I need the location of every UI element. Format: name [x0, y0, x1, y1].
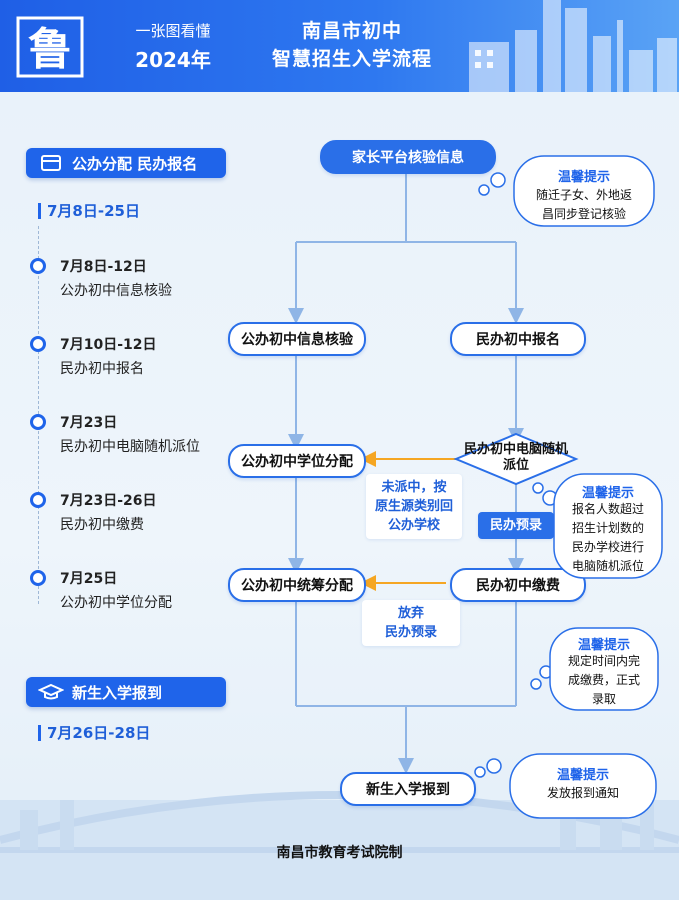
- timeline-date: 7月8日-12日: [60, 259, 147, 275]
- node-public-overall: 公办初中统筹分配: [228, 568, 366, 602]
- tip-cloud-1: 温馨提示 随迁子女、外地返 昌同步登记核验: [478, 152, 658, 230]
- timeline-dot-icon: [30, 414, 46, 430]
- note-private-preadmit: 民办预录: [478, 512, 554, 539]
- section-period-1: 7月8日-25日: [38, 203, 140, 219]
- section-enrollment-pill: 新生入学报到: [26, 677, 226, 707]
- timeline-date: 7月23日: [60, 415, 118, 431]
- page-title-line2: 智慧招生入学流程: [271, 48, 432, 70]
- tip-title: 温馨提示: [577, 638, 630, 653]
- timeline-date: 7月25日: [60, 571, 118, 587]
- graduation-cap-icon: [38, 683, 64, 700]
- tip-line: 昌同步登记核验: [541, 207, 626, 221]
- timeline-desc: 民办初中报名: [60, 361, 144, 377]
- logo-text: 鲁: [28, 24, 72, 75]
- tip-line: 报名人数超过: [571, 502, 644, 516]
- node-parent-verify: 家长平台核验信息: [320, 140, 496, 174]
- timeline-desc: 公办初中学位分配: [60, 595, 172, 611]
- tip-line: 随迁子女、外地返: [535, 188, 632, 202]
- node-enrollment: 新生入学报到: [340, 772, 476, 806]
- node-private-payment: 民办初中缴费: [450, 568, 586, 602]
- cloud-shape-icon: [474, 753, 657, 819]
- note-not-selected-line2: 原生源类别回: [374, 499, 453, 514]
- header-subtitle: 一张图看懂: [135, 22, 211, 40]
- tip-line: 民办学校进行: [571, 540, 644, 554]
- timeline-desc: 公办初中信息核验: [60, 283, 172, 299]
- header-year: 2024年: [135, 48, 211, 72]
- tip-line: 成缴费，正式: [567, 673, 640, 687]
- tip-title: 温馨提示: [557, 170, 610, 185]
- node-private-lottery: 民办初中电脑随机派位: [463, 442, 568, 473]
- tip-title: 温馨提示: [581, 486, 634, 501]
- tip-line: 电脑随机派位: [571, 559, 644, 573]
- cloud-shape-icon: [478, 155, 655, 227]
- section-enrollment-label: 新生入学报到: [72, 683, 163, 702]
- city-skyline-icon: [469, 0, 677, 92]
- timeline-dot-icon: [30, 336, 46, 352]
- note-give-up-line1: 放弃: [397, 606, 424, 621]
- timeline-date: 7月23日-26日: [60, 493, 157, 509]
- tip-title: 温馨提示: [556, 768, 609, 783]
- tip-cloud-4: 温馨提示 发放报到通知: [474, 750, 660, 822]
- tip-line: 招生计划数的: [571, 521, 644, 535]
- timeline-dot-icon: [30, 258, 46, 274]
- note-not-selected-line3: 公办学校: [387, 518, 440, 533]
- timeline-dot-icon: [30, 492, 46, 508]
- tip-line: 录取: [591, 692, 616, 706]
- timeline-dot-icon: [30, 570, 46, 586]
- cloud-shape-icon: [532, 473, 663, 579]
- node-private-register: 民办初中报名: [450, 322, 586, 356]
- node-public-verify: 公办初中信息核验: [228, 322, 366, 356]
- section-period-2: 7月26日-28日: [38, 725, 150, 741]
- footer-credit: 南昌市教育考试院制: [276, 845, 403, 861]
- tip-cloud-2: 温馨提示 报名人数超过 招生计划数的 民办学校进行 电脑随机派位: [532, 470, 664, 582]
- timeline-desc: 民办初中缴费: [60, 517, 144, 533]
- node-public-allocation: 公办初中学位分配: [228, 444, 366, 478]
- note-give-up: 放弃 民办预录: [362, 600, 460, 646]
- timeline-date: 7月10日-12日: [60, 337, 157, 353]
- card-icon: [41, 155, 61, 171]
- lu-logo-icon: 鲁: [16, 16, 84, 78]
- header-banner: 鲁 一张图看懂 2024年 南昌市初中 智慧招生入学流程: [0, 0, 679, 92]
- timeline-desc: 民办初中电脑随机派位: [60, 439, 200, 455]
- lottery-diamond-shape: [453, 432, 579, 486]
- note-not-selected-line1: 未派中，按: [381, 480, 447, 495]
- tip-line: 规定时间内完: [567, 654, 640, 668]
- cloud-shape-icon: [530, 627, 659, 711]
- note-give-up-line2: 民办预录: [384, 625, 437, 640]
- tip-line: 发放报到通知: [546, 786, 619, 800]
- page-title-line1: 南昌市初中: [301, 20, 402, 42]
- tip-cloud-3: 温馨提示 规定时间内完 成缴费，正式 录取: [530, 624, 660, 714]
- section-public-private-label: 公办分配 民办报名: [72, 154, 198, 173]
- note-not-selected: 未派中，按 原生源类别回 公办学校: [366, 474, 462, 539]
- section-public-private-pill: 公办分配 民办报名: [26, 148, 226, 178]
